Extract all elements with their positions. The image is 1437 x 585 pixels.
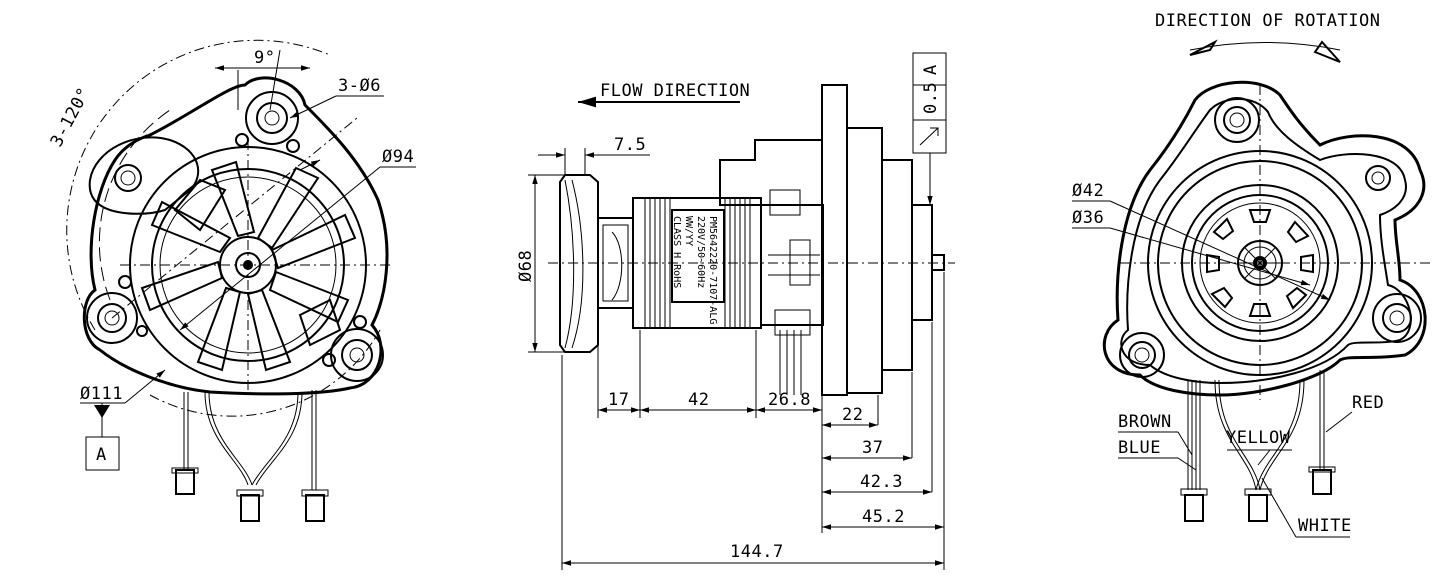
nameplate-line2: 220V/50~60Hz: [695, 216, 706, 288]
dia-111-label: Ø111: [80, 384, 123, 404]
holes-3d6-label: 3-Ø6: [338, 76, 381, 96]
dim-22-label: 22: [842, 405, 863, 425]
angle-3x120-label: 3-120°: [47, 84, 95, 150]
right-rear-view: DIRECTION OF ROTATION: [1072, 11, 1430, 538]
direction-of-rotation-label: DIRECTION OF ROTATION: [1155, 11, 1380, 31]
dim-45-2-label: 45.2: [862, 507, 905, 527]
wire-yellow-label: YELLOW: [1226, 428, 1291, 448]
dim-17-label: 17: [608, 390, 629, 410]
angle-9-label: 9°: [254, 48, 275, 68]
dim-42-label: 42: [688, 390, 709, 410]
wire-red-label: RED: [1352, 393, 1384, 413]
middle-side-view: FLOW DIRECTION PM5642220-7107-ALG: [516, 52, 955, 570]
dim-26-8-label: 26.8: [768, 390, 811, 410]
wire-brown-label: BROWN: [1118, 412, 1172, 432]
dia-36-label: Ø36: [1072, 208, 1104, 228]
left-front-view: 3-120° 9° 3-Ø6 Ø94 Ø111 A: [47, 39, 416, 522]
dim-144-7-label: 144.7: [730, 542, 784, 562]
dia-94-label: Ø94: [382, 147, 414, 167]
dim-42-3-label: 42.3: [860, 472, 903, 492]
nameplate-line4: CLASS H RoHS: [671, 216, 682, 288]
flow-direction-label: FLOW DIRECTION: [600, 81, 750, 101]
dia-42-label: Ø42: [1072, 181, 1104, 201]
wire-white-label: WHITE: [1298, 516, 1352, 536]
dia-68-label: Ø68: [516, 250, 536, 282]
datum-a-label: A: [96, 445, 107, 465]
wire-blue-label: BLUE: [1118, 438, 1161, 458]
dim-37-label: 37: [862, 438, 883, 458]
dim-7-5-label: 7.5: [614, 135, 646, 155]
nameplate-line3: WW/YY: [683, 216, 694, 246]
tol-datum-a-label: A: [921, 64, 941, 75]
tol-0-5-label: 0.5: [921, 82, 941, 114]
nameplate-line1: PM5642220-7107-ALG: [707, 216, 718, 324]
